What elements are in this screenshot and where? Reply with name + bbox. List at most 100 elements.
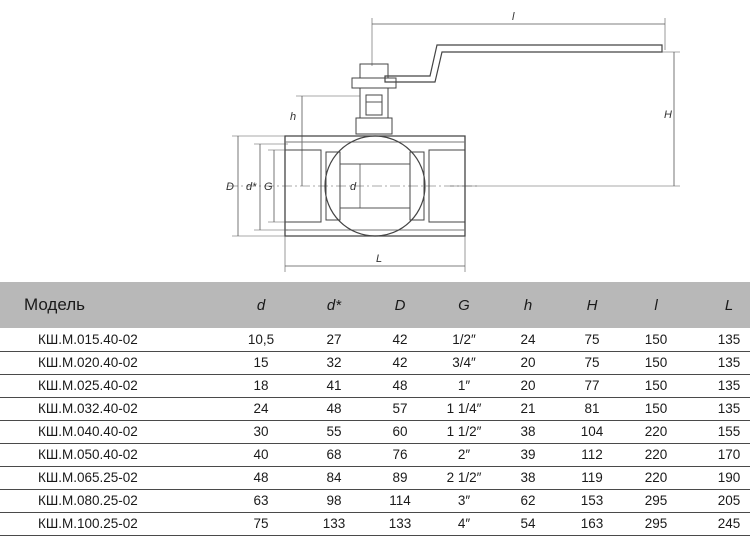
value-cell-d: 24: [253, 401, 269, 416]
model-cell: КШ.М.032.40-02: [38, 401, 138, 416]
value-cell-G: 3″: [457, 493, 471, 508]
value-cell-d: 30: [253, 424, 269, 439]
value-cell-G: 2 1/2″: [446, 470, 482, 485]
model-cell: КШ.М.050.40-02: [38, 447, 138, 462]
value-cell-D: 114: [389, 493, 411, 508]
model-cell: КШ.М.020.40-02: [38, 355, 138, 370]
value-cell-H: 104: [580, 424, 604, 439]
value-cell-H: 153: [580, 493, 604, 508]
model-cell: КШ.М.100.25-02: [38, 516, 138, 531]
value-cell-h: 38: [520, 424, 536, 439]
value-cell-L: 135: [717, 401, 741, 416]
value-cell-h: 62: [520, 493, 536, 508]
value-cell-d-star: 32: [326, 355, 342, 370]
value-cell-H: 163: [580, 516, 604, 531]
value-cell-L: 170: [717, 447, 741, 462]
value-cell-D: 89: [392, 470, 408, 485]
value-cell-d: 18: [253, 378, 269, 393]
column-header-l: l: [654, 296, 658, 314]
value-cell-l: 220: [644, 424, 668, 439]
value-cell-d-star: 84: [326, 470, 342, 485]
value-cell-d: 15: [253, 355, 269, 370]
column-header-L: L: [724, 296, 734, 314]
value-cell-G: 1″: [457, 378, 471, 393]
value-cell-L: 135: [717, 331, 741, 347]
column-header-model: Модель: [24, 295, 86, 314]
value-cell-h: 20: [520, 355, 536, 370]
value-cell-L: 135: [717, 378, 741, 393]
model-cell: КШ.М.025.40-02: [38, 378, 138, 393]
value-cell-L: 205: [717, 493, 741, 508]
ball-valve-drawing: l H h D d* G d L: [226, 11, 680, 272]
value-cell-D: 42: [392, 355, 408, 370]
value-cell-D: 48: [392, 378, 408, 393]
column-header-d: d: [256, 296, 266, 314]
dim-label-L: L: [376, 253, 382, 265]
table-row: КШ.М.015.40-02 10,5 27 42 1/2″ 24 75 150 135: [0, 328, 750, 351]
value-cell-d-star: 27: [326, 331, 342, 347]
column-header-D: D: [394, 296, 406, 314]
model-cell: КШ.М.065.25-02: [38, 470, 138, 485]
value-cell-l: 295: [644, 516, 668, 531]
value-cell-d: 40: [253, 447, 269, 462]
value-cell-G: 1 1/2″: [446, 424, 482, 439]
value-cell-G: 4″: [457, 516, 471, 531]
value-cell-H: 119: [581, 470, 603, 485]
value-cell-d: 10,5: [247, 331, 275, 347]
value-cell-d-star: 41: [326, 378, 342, 393]
value-cell-h: 39: [520, 447, 536, 462]
value-cell-H: 81: [584, 401, 600, 416]
dim-label-l-top: l: [512, 11, 515, 23]
dim-label-H: H: [664, 109, 672, 121]
value-cell-d-star: 98: [326, 493, 342, 508]
value-cell-G: 1 1/4″: [446, 401, 482, 416]
value-cell-D: 133: [388, 516, 412, 531]
value-cell-l: 150: [644, 401, 668, 416]
value-cell-H: 75: [584, 331, 600, 347]
model-cell: КШ.М.040.40-02: [38, 424, 138, 439]
column-header-H: H: [586, 296, 598, 314]
model-cell: КШ.М.015.40-02: [38, 331, 138, 347]
value-cell-l: 220: [644, 447, 668, 462]
value-cell-L: 155: [717, 424, 741, 439]
value-cell-H: 112: [581, 447, 603, 462]
column-header-h: h: [523, 296, 533, 314]
value-cell-h: 24: [520, 331, 536, 347]
value-cell-D: 42: [392, 331, 408, 347]
value-cell-G: 2″: [457, 447, 471, 462]
value-cell-h: 21: [520, 401, 536, 416]
value-cell-d: 63: [253, 493, 269, 508]
value-cell-l: 150: [644, 355, 668, 370]
value-cell-L: 135: [717, 355, 741, 370]
value-cell-d-star: 133: [322, 516, 346, 531]
table-row: КШ.М.020.40-02 15 32 42 3/4″ 20 75 150 135: [0, 351, 750, 374]
model-cell: КШ.М.080.25-02: [38, 493, 138, 508]
value-cell-G: 1/2″: [452, 331, 476, 347]
dim-label-D: D: [226, 181, 234, 193]
value-cell-G: 3/4″: [452, 355, 476, 370]
value-cell-h: 54: [520, 516, 536, 531]
dim-label-d: d: [350, 181, 357, 193]
dim-label-d-star: d*: [246, 181, 257, 193]
column-header-G: G: [458, 296, 470, 314]
value-cell-l: 220: [644, 470, 668, 485]
dim-label-h: h: [290, 111, 296, 123]
value-cell-d-star: 55: [326, 424, 342, 439]
value-cell-l: 150: [644, 331, 668, 347]
value-cell-d-star: 68: [326, 447, 342, 462]
value-cell-H: 77: [584, 378, 600, 393]
dim-label-G: G: [264, 181, 273, 193]
value-cell-d: 75: [253, 516, 269, 531]
value-cell-D: 57: [392, 401, 408, 416]
value-cell-H: 75: [584, 355, 600, 370]
